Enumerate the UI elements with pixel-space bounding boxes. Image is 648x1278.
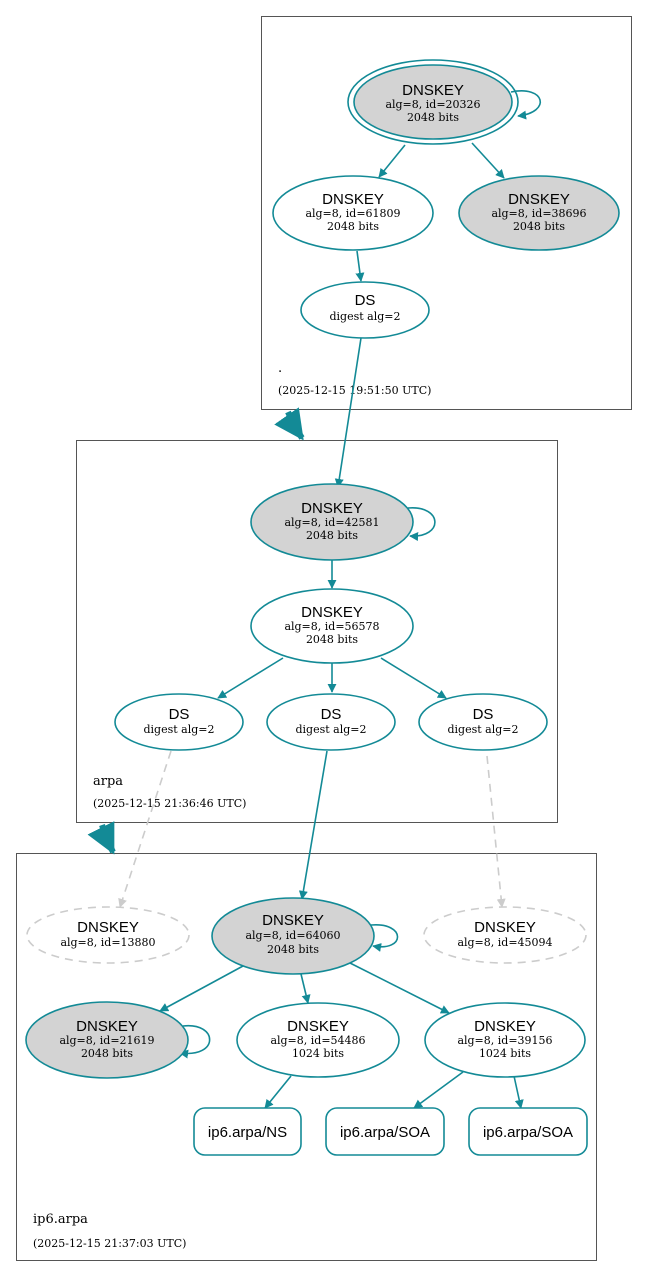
edge-arpa-zsk-ds1 bbox=[217, 657, 284, 699]
node-detail: alg=8, id=45094 bbox=[457, 936, 552, 949]
node-arpa-ds-1[interactable]: DS digest alg=2 bbox=[114, 693, 244, 751]
edge-arpa-ds2-ip6-ksk bbox=[298, 750, 328, 900]
zone-timestamp-arpa: (2025-12-15 21:36:46 UTC) bbox=[93, 797, 246, 810]
zone-arpa: arpa (2025-12-15 21:36:46 UTC) bbox=[76, 440, 558, 823]
node-type: DS bbox=[321, 706, 342, 723]
rrset-label: ip6.arpa/SOA bbox=[483, 1124, 573, 1141]
node-arpa-ksk[interactable]: DNSKEY alg=8, id=42581 2048 bits bbox=[250, 483, 414, 561]
node-detail: alg=8, id=39156 bbox=[457, 1034, 552, 1047]
node-ip6-key-21619[interactable]: DNSKEY alg=8, id=21619 2048 bits bbox=[25, 1001, 189, 1079]
zone-ip6: ip6.arpa (2025-12-15 21:37:03 UTC) bbox=[16, 853, 597, 1261]
delegation-arrow-root-arpa bbox=[274, 407, 305, 441]
node-arpa-zsk[interactable]: DNSKEY alg=8, id=56578 2048 bits bbox=[250, 588, 414, 664]
rrset-ip6-arpa-ns[interactable]: ip6.arpa/NS bbox=[193, 1107, 302, 1156]
zone-name-root: . bbox=[278, 361, 282, 376]
node-detail: alg=8, id=38696 bbox=[491, 207, 586, 220]
edge-root-ds-arpa-ksk bbox=[334, 337, 362, 488]
edge-arpa-zsk-ds3 bbox=[380, 657, 447, 699]
node-detail: alg=8, id=54486 bbox=[270, 1034, 365, 1047]
node-type: DNSKEY bbox=[77, 919, 139, 936]
node-type: DNSKEY bbox=[76, 1018, 138, 1035]
node-bits: 2048 bits bbox=[306, 529, 358, 542]
node-ip6-missing-13880[interactable]: DNSKEY alg=8, id=13880 bbox=[26, 906, 190, 964]
edge-root-ksk-zsk1 bbox=[378, 144, 406, 178]
zone-name-arpa: arpa bbox=[93, 774, 123, 789]
zone-timestamp-ip6: (2025-12-15 21:37:03 UTC) bbox=[33, 1237, 186, 1250]
node-bits: 1024 bits bbox=[479, 1047, 531, 1060]
edge-ip6-ksk-self bbox=[370, 924, 399, 952]
rrset-ip6-arpa-soa-2[interactable]: ip6.arpa/SOA bbox=[468, 1107, 588, 1156]
edge-root-ksk-zsk2 bbox=[471, 142, 505, 179]
node-bits: 2048 bits bbox=[327, 220, 379, 233]
edge-ip6-ksk-key3 bbox=[349, 962, 450, 1014]
node-detail: digest alg=2 bbox=[329, 310, 400, 323]
delegation-arrow-arpa-ip6 bbox=[87, 821, 116, 855]
edge-arpa-ksk-self bbox=[407, 507, 436, 541]
node-type: DNSKEY bbox=[287, 1018, 349, 1035]
rrset-label: ip6.arpa/NS bbox=[208, 1124, 287, 1141]
node-type: DNSKEY bbox=[474, 919, 536, 936]
edge-ip6-key3-soa1 bbox=[413, 1071, 464, 1109]
node-detail: alg=8, id=21619 bbox=[59, 1034, 154, 1047]
node-type: DNSKEY bbox=[301, 604, 363, 621]
node-root-ksk[interactable]: DNSKEY alg=8, id=20326 2048 bits bbox=[347, 59, 519, 145]
node-type: DNSKEY bbox=[508, 191, 570, 208]
node-bits: 2048 bits bbox=[81, 1047, 133, 1060]
node-detail: digest alg=2 bbox=[295, 723, 366, 736]
node-ip6-missing-45094[interactable]: DNSKEY alg=8, id=45094 bbox=[423, 906, 587, 964]
edge-arpa-ds3-missing2 bbox=[486, 755, 506, 908]
node-detail: alg=8, id=61809 bbox=[305, 207, 400, 220]
node-type: DNSKEY bbox=[301, 500, 363, 517]
node-type: DS bbox=[473, 706, 494, 723]
node-bits: 2048 bits bbox=[267, 943, 319, 956]
edge-ip6-key1-self bbox=[179, 1025, 211, 1059]
node-type: DNSKEY bbox=[402, 82, 464, 99]
node-type: DNSKEY bbox=[322, 191, 384, 208]
edge-root-ksk-self bbox=[510, 90, 541, 120]
edge-arpa-ds1-missing1 bbox=[118, 750, 172, 908]
node-bits: 2048 bits bbox=[513, 220, 565, 233]
node-detail: alg=8, id=56578 bbox=[284, 620, 379, 633]
node-detail: alg=8, id=13880 bbox=[60, 936, 155, 949]
node-ip6-ksk[interactable]: DNSKEY alg=8, id=64060 2048 bits bbox=[211, 897, 375, 975]
node-detail: digest alg=2 bbox=[143, 723, 214, 736]
edge-ip6-ksk-key2 bbox=[300, 973, 311, 1004]
zone-name-ip6: ip6.arpa bbox=[33, 1212, 88, 1227]
node-ip6-key-39156[interactable]: DNSKEY alg=8, id=39156 1024 bits bbox=[424, 1002, 586, 1078]
node-bits: 2048 bits bbox=[306, 633, 358, 646]
node-root-zsk-61809[interactable]: DNSKEY alg=8, id=61809 2048 bits bbox=[272, 175, 434, 251]
node-detail: alg=8, id=42581 bbox=[284, 516, 379, 529]
zone-root: . (2025-12-15 19:51:50 UTC) bbox=[261, 16, 632, 410]
edge-root-zsk1-ds bbox=[355, 250, 365, 282]
node-detail: digest alg=2 bbox=[447, 723, 518, 736]
node-type: DNSKEY bbox=[474, 1018, 536, 1035]
node-root-zsk-38696[interactable]: DNSKEY alg=8, id=38696 2048 bits bbox=[458, 175, 620, 251]
edge-ip6-ksk-key1 bbox=[159, 965, 244, 1012]
rrset-label: ip6.arpa/SOA bbox=[340, 1124, 430, 1141]
node-bits: 1024 bits bbox=[292, 1047, 344, 1060]
node-bits: 2048 bits bbox=[407, 111, 459, 124]
zone-timestamp-root: (2025-12-15 19:51:50 UTC) bbox=[278, 384, 431, 397]
node-arpa-ds-3[interactable]: DS digest alg=2 bbox=[418, 693, 548, 751]
node-root-ds[interactable]: DS digest alg=2 bbox=[300, 281, 430, 339]
edge-ip6-key3-soa2 bbox=[513, 1075, 524, 1109]
node-ip6-key-54486[interactable]: DNSKEY alg=8, id=54486 1024 bits bbox=[236, 1002, 400, 1078]
rrset-ip6-arpa-soa-1[interactable]: ip6.arpa/SOA bbox=[325, 1107, 445, 1156]
node-arpa-ds-2[interactable]: DS digest alg=2 bbox=[266, 693, 396, 751]
node-detail: alg=8, id=64060 bbox=[245, 929, 340, 942]
edge-ip6-key2-ns bbox=[264, 1075, 292, 1109]
node-type: DNSKEY bbox=[262, 912, 324, 929]
node-detail: alg=8, id=20326 bbox=[385, 98, 480, 111]
node-type: DS bbox=[355, 292, 376, 309]
node-type: DS bbox=[169, 706, 190, 723]
